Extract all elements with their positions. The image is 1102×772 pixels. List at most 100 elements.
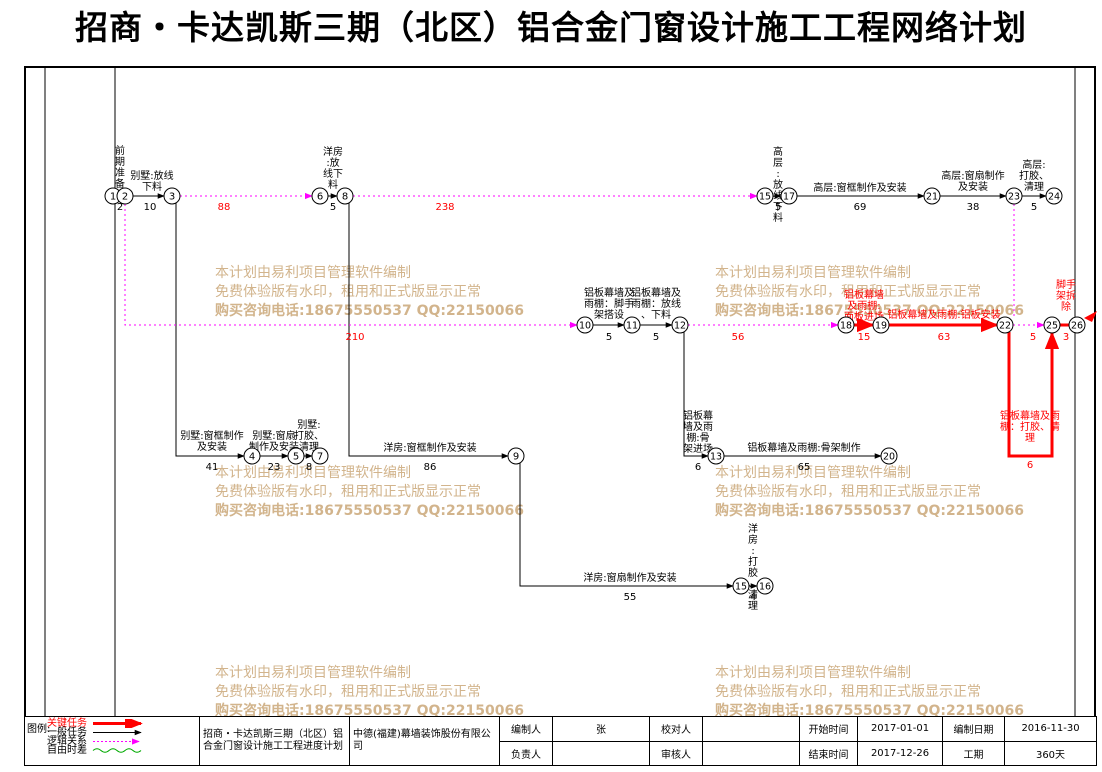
- node-6: 6: [311, 187, 329, 205]
- task-duration: 41: [206, 462, 219, 473]
- node-7: 7: [311, 447, 329, 465]
- legend-normal-label: 一般任务: [47, 727, 87, 738]
- node-23: 23: [1005, 187, 1023, 205]
- task-arrow: [348, 203, 509, 459]
- node-10: 10: [576, 316, 594, 334]
- company-cell: 中德(福建)幕墙装饰股份有限公司: [349, 716, 500, 766]
- info-table: 图例: 关键任务 一般任务 逻辑关系 自由时差 招商・卡达凯斯三期（北区）铝合金…: [24, 716, 1097, 766]
- node-1: 1: [104, 187, 122, 205]
- node-4: 4: [243, 447, 261, 465]
- node-15: 15: [756, 187, 774, 205]
- svg-text:4: 4: [249, 452, 255, 463]
- task-duration: 8: [306, 462, 312, 473]
- task-label: 别墅:: [297, 419, 320, 431]
- svg-text:20: 20: [883, 452, 895, 463]
- task-label: 洋: [748, 522, 758, 535]
- task-duration: 5: [330, 202, 336, 213]
- task-label: 架进场: [683, 442, 713, 455]
- legend-logic-label: 逻辑关系: [47, 736, 87, 747]
- legend-title: 图例:: [27, 724, 51, 735]
- task-duration: 5: [1031, 202, 1037, 213]
- critical-label: 铝板幕墙: [844, 288, 884, 301]
- task-arrow: [519, 463, 734, 589]
- task-label: 铝板幕: [683, 409, 713, 422]
- compile-date-label: 编制日期: [942, 716, 1005, 742]
- watermark-text: 本计划由易利项目管理软件编制: [715, 465, 911, 481]
- task-arrow: [175, 203, 245, 459]
- reviewer-value: [702, 740, 800, 766]
- svg-text:6: 6: [317, 192, 323, 203]
- node-26: 26: [1068, 316, 1086, 334]
- task-duration: 4: [750, 592, 756, 603]
- critical-label: 架拆: [1056, 289, 1076, 302]
- node-17: 17: [780, 187, 798, 205]
- period-label: 工期: [942, 740, 1005, 766]
- task-arrow: [683, 332, 709, 459]
- legend-critical-label: 关键任务: [47, 718, 87, 729]
- svg-text:23: 23: [1008, 192, 1020, 203]
- svg-text:21: 21: [926, 192, 938, 203]
- svg-text:15: 15: [735, 582, 747, 593]
- task-label: 层: [773, 157, 783, 169]
- task-label: 线下: [323, 167, 343, 180]
- task-label: 料: [328, 178, 338, 191]
- svg-text:17: 17: [783, 192, 795, 203]
- task-label: 、下料: [641, 308, 671, 321]
- task-label: 放: [773, 178, 783, 191]
- leader-label: 负责人: [499, 740, 553, 766]
- node-3: 3: [163, 187, 181, 205]
- end-label: 结束时间: [799, 740, 858, 766]
- node-16: 16: [756, 577, 774, 595]
- period-value: 360天: [1004, 740, 1097, 766]
- project-name-cell: 招商・卡达凯斯三期（北区）铝合金门窗设计施工工程进度计划: [199, 716, 350, 766]
- checker-label: 校对人: [649, 716, 703, 742]
- task-label: 雨棚：脚手: [584, 297, 634, 310]
- watermark-text: 本计划由易利项目管理软件编制: [715, 265, 911, 281]
- svg-text:8: 8: [342, 192, 348, 203]
- task-label: 房: [748, 533, 758, 546]
- watermark-text: 免费体验版有水印，租用和正式版显示正常: [215, 484, 481, 500]
- watermark-text: 免费体验版有水印，租用和正式版显示正常: [215, 684, 481, 700]
- task-label: 理: [748, 600, 758, 612]
- task-label: 打: [748, 555, 758, 568]
- task-label: 别墅:窗扇: [252, 429, 295, 442]
- legend-cell: 图例: 关键任务 一般任务 逻辑关系 自由时差: [24, 716, 200, 766]
- task-label: 清理: [1024, 180, 1044, 193]
- task-label: 铝板幕墙及: [631, 286, 681, 299]
- task-label: 备: [115, 177, 125, 190]
- start-value: 2017-01-01: [857, 716, 943, 742]
- svg-text:16: 16: [759, 582, 771, 593]
- task-label: 打胶、: [294, 429, 324, 442]
- task-label: 洋房: [323, 145, 343, 158]
- task-duration: 23: [268, 462, 281, 473]
- node-5: 5: [287, 447, 305, 465]
- watermark-text: 免费体验版有水印，租用和正式版显示正常: [715, 684, 981, 700]
- legend-float-line: [92, 748, 142, 753]
- critical-duration: 63: [938, 332, 951, 343]
- svg-text:7: 7: [317, 452, 323, 463]
- start-label: 开始时间: [799, 716, 858, 742]
- task-label: 期: [115, 156, 125, 168]
- end-value: 2017-12-26: [857, 740, 943, 766]
- node-8: 8: [336, 187, 354, 205]
- task-duration: 5: [775, 202, 781, 213]
- logic-label: 88: [218, 202, 231, 213]
- svg-text:24: 24: [1048, 192, 1060, 203]
- legend-float-label: 自由时差: [47, 745, 87, 756]
- node-15: 15: [732, 577, 750, 595]
- svg-text:25: 25: [1046, 321, 1058, 332]
- watermark-text: 免费体验版有水印，租用和正式版显示正常: [715, 484, 981, 500]
- task-label: 高: [773, 145, 783, 158]
- node-22: 22: [996, 316, 1014, 334]
- task-duration: 5: [606, 332, 612, 343]
- task-label: 高层:: [1022, 158, 1045, 171]
- watermark-text: 本计划由易利项目管理软件编制: [215, 665, 411, 681]
- svg-text:9: 9: [513, 452, 519, 463]
- task-label: :: [751, 546, 754, 557]
- watermark-text: 购买咨询电话:18675550537 QQ:22150066: [715, 302, 1024, 319]
- task-label: 料: [773, 211, 783, 224]
- task-label: 雨棚：放线: [631, 297, 681, 310]
- svg-text:26: 26: [1071, 321, 1083, 332]
- svg-text:22: 22: [999, 321, 1011, 332]
